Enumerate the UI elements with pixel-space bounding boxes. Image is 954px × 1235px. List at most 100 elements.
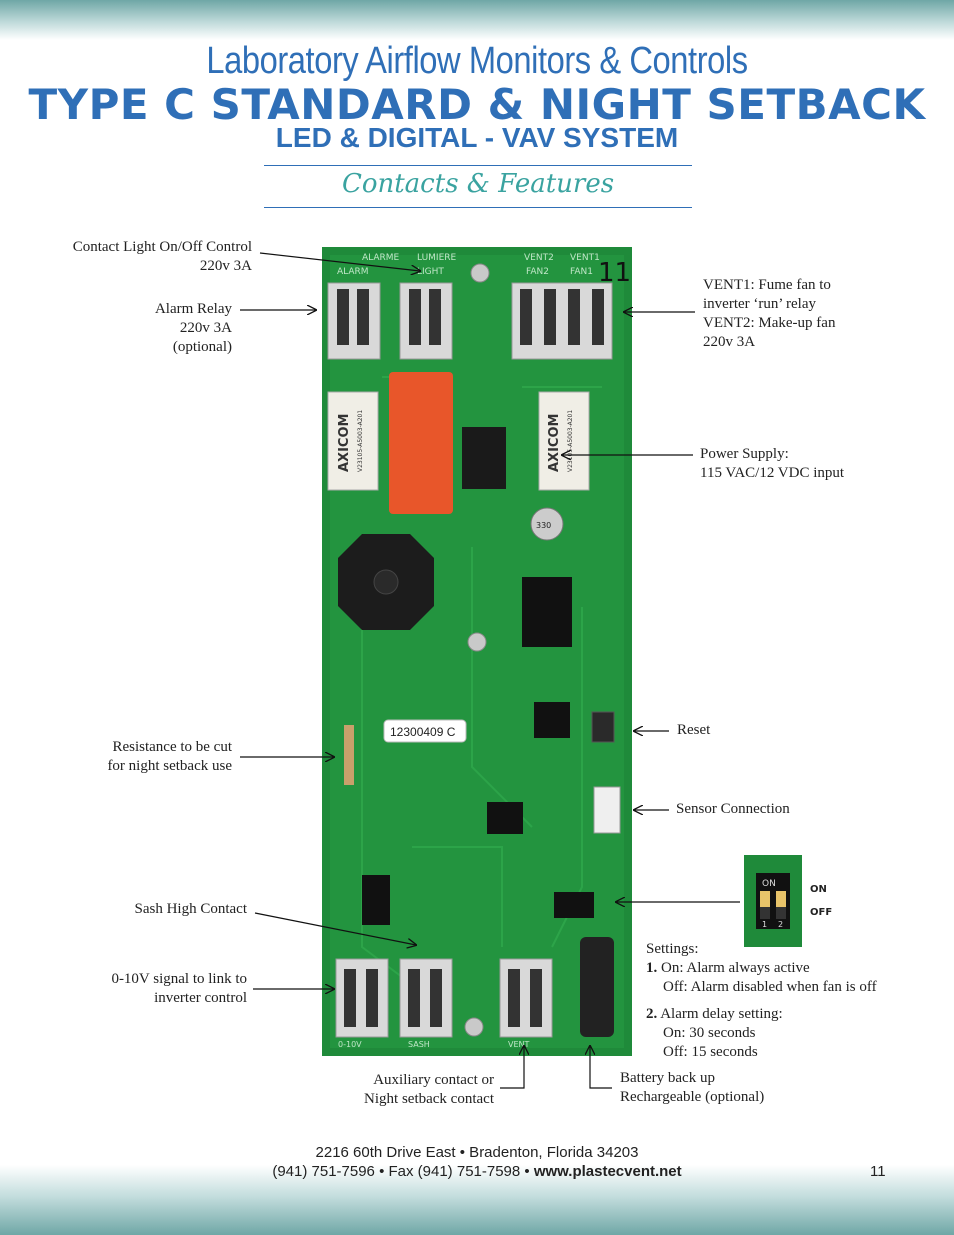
product-title: TYPE C STANDARD & NIGHT SETBACK: [28, 80, 926, 129]
product-subtitle: LED & DIGITAL - VAV SYSTEM: [275, 122, 679, 153]
footer-website-link[interactable]: www.plastecvent.net: [533, 1163, 682, 1180]
callout-signal: 0-10V signal to link to inverter control: [30, 970, 247, 1008]
settings-item2-num: 2.: [646, 1006, 658, 1022]
page-number: 11: [870, 1163, 886, 1180]
callout-power-supply-title: Power Supply:: [700, 446, 789, 462]
callout-sash-high: Sash High Contact: [134, 901, 248, 917]
arrow-sash-high: [254, 912, 416, 945]
callout-battery-line2: Rechargeable (optional): [620, 1089, 765, 1105]
section-heading: Contacts & Features: [341, 169, 615, 199]
serial-sticker: [383, 719, 467, 743]
reset-button: [591, 711, 615, 743]
dip-switch-board: [554, 892, 594, 918]
settings-item1-num: 1.: [646, 960, 658, 976]
footer-contact: (941) 751-7596 • Fax (941) 751-7598 • ww…: [0, 1163, 954, 1180]
section-rule-top: [264, 165, 692, 166]
settings-item1-off: Off: Alarm disabled when fan is off: [663, 979, 877, 995]
bottom-gradient-band: [0, 1165, 954, 1235]
callout-vent-line3: VENT2: Make-up fan: [703, 315, 836, 331]
callout-alarm-relay-title: Alarm Relay: [154, 301, 232, 317]
settings-block: Settings: 1. On: Alarm always active Off…: [646, 940, 946, 1062]
callout-vent: VENT1: Fume fan to inverter ‘run’ relay …: [703, 276, 933, 352]
callout-signal-line2: inverter control: [154, 990, 247, 1006]
callout-power-supply-spec: 115 VAC/12 VDC input: [700, 465, 845, 481]
callout-contact-light: Contact Light On/Off Control 220v 3A: [30, 238, 252, 276]
board-label-light: LIGHT: [417, 267, 444, 277]
right-relay: AXICOM V23105-A5003-A201: [538, 391, 590, 491]
top-screw: [470, 263, 490, 283]
callout-resistance: Resistance to be cut for night setback u…: [30, 738, 232, 776]
callout-auxiliary-line2: Night setback contact: [364, 1091, 494, 1107]
board-label-fan2: FAN2: [526, 267, 549, 277]
callout-resistance-line2: for night setback use: [107, 758, 232, 774]
board-label-alarm: ALARM: [337, 267, 369, 277]
board-label-lumiere: LUMIERE: [417, 253, 457, 263]
callout-reset: Reset: [677, 722, 711, 738]
arrow-contact-light: [259, 252, 420, 271]
section-rule-bottom: [264, 207, 692, 208]
board-label-fan1: FAN1: [570, 267, 593, 277]
svg-text:AXICOM: AXICOM: [547, 414, 562, 472]
microcontroller: [534, 702, 570, 738]
ic-chip-small: [487, 802, 523, 834]
dip-switch-inset: ON 1 2: [744, 855, 802, 947]
night-setback-resistor: [344, 725, 354, 785]
callout-alarm-relay-optional: (optional): [172, 339, 232, 355]
bottom-terminal-blocks: [335, 958, 553, 1038]
callout-alarm-relay: Alarm Relay 220v 3A (optional): [30, 300, 232, 357]
page-title: Laboratory Airflow Monitors & Controls: [206, 40, 748, 82]
bottom-label-vent: VENT: [508, 1040, 530, 1049]
callout-resistance-line1: Resistance to be cut: [112, 739, 232, 755]
callout-sensor: Sensor Connection: [676, 801, 790, 817]
left-relay: AXICOM V23105-A5003-A201: [327, 391, 379, 491]
callout-alarm-relay-rating: 220v 3A: [179, 320, 232, 336]
callout-vent-line4: 220v 3A: [703, 334, 756, 350]
dip-off-label: OFF: [810, 907, 833, 918]
board-label-vent1: VENT1: [570, 253, 600, 263]
settings-item2-on: On: 30 seconds: [663, 1025, 756, 1041]
board-label-alarme: ALARME: [362, 253, 400, 263]
callout-contact-light-rating: 220v 3A: [199, 258, 252, 274]
inset-num-2: 2: [778, 920, 783, 929]
arrow-auxiliary: [500, 1046, 524, 1089]
svg-text:V23105-A5003-A201: V23105-A5003-A201: [357, 410, 364, 472]
svg-text:AXICOM: AXICOM: [337, 414, 352, 472]
capacitor-label: 330: [536, 521, 551, 530]
callout-contact-light-title: Contact Light On/Off Control: [72, 239, 252, 255]
ic-chip-large: [522, 577, 572, 647]
sensor-connector: [593, 786, 621, 834]
callout-battery: Battery back up Rechargeable (optional): [620, 1069, 820, 1107]
callout-power-supply: Power Supply: 115 VAC/12 VDC input: [700, 445, 930, 483]
callout-signal-line1: 0-10V signal to link to: [111, 971, 247, 987]
bottom-screw: [464, 1017, 484, 1037]
orange-relay: [389, 372, 453, 514]
dip-on-label: ON: [810, 884, 827, 895]
board-label-vent2: VENT2: [524, 253, 554, 263]
capacitor: [530, 507, 564, 541]
footer-address: 2216 60th Drive East • Bradenton, Florid…: [315, 1144, 639, 1161]
callout-vent-line2: inverter ‘run’ relay: [703, 296, 816, 312]
pcb-board-photo: ALARME LUMIERE VENT2 VENT1 ALARM LIGHT F…: [322, 247, 632, 1056]
settings-item2-title: Alarm delay setting:: [660, 1006, 783, 1022]
callout-auxiliary: Auxiliary contact or Night setback conta…: [300, 1071, 494, 1109]
serial-label: 12300409 C: [390, 725, 456, 739]
mid-screw: [467, 632, 487, 652]
settings-item2-off: Off: 15 seconds: [663, 1044, 758, 1060]
ic-chip-left: [362, 875, 390, 925]
footer-phone: (941) 751-7596 • Fax (941) 751-7598 •: [272, 1163, 534, 1180]
top-terminal-blocks: [327, 282, 613, 360]
bottom-label-0-10v: 0-10V: [338, 1040, 362, 1049]
callout-vent-line1: VENT1: Fume fan to: [703, 277, 831, 293]
svg-text:V23105-A5003-A201: V23105-A5003-A201: [567, 410, 574, 472]
settings-heading: Settings:: [646, 941, 699, 957]
callout-battery-line1: Battery back up: [620, 1070, 715, 1086]
top-gradient-band: [0, 0, 954, 40]
inset-num-1: 1: [762, 920, 767, 929]
power-jack: [462, 427, 506, 489]
arrow-battery: [590, 1046, 612, 1089]
inset-on-label: ON: [762, 879, 776, 889]
callout-auxiliary-line1: Auxiliary contact or: [373, 1072, 494, 1088]
bottom-label-sash: SASH: [408, 1040, 430, 1049]
settings-item1-on: On: Alarm always active: [661, 960, 810, 976]
